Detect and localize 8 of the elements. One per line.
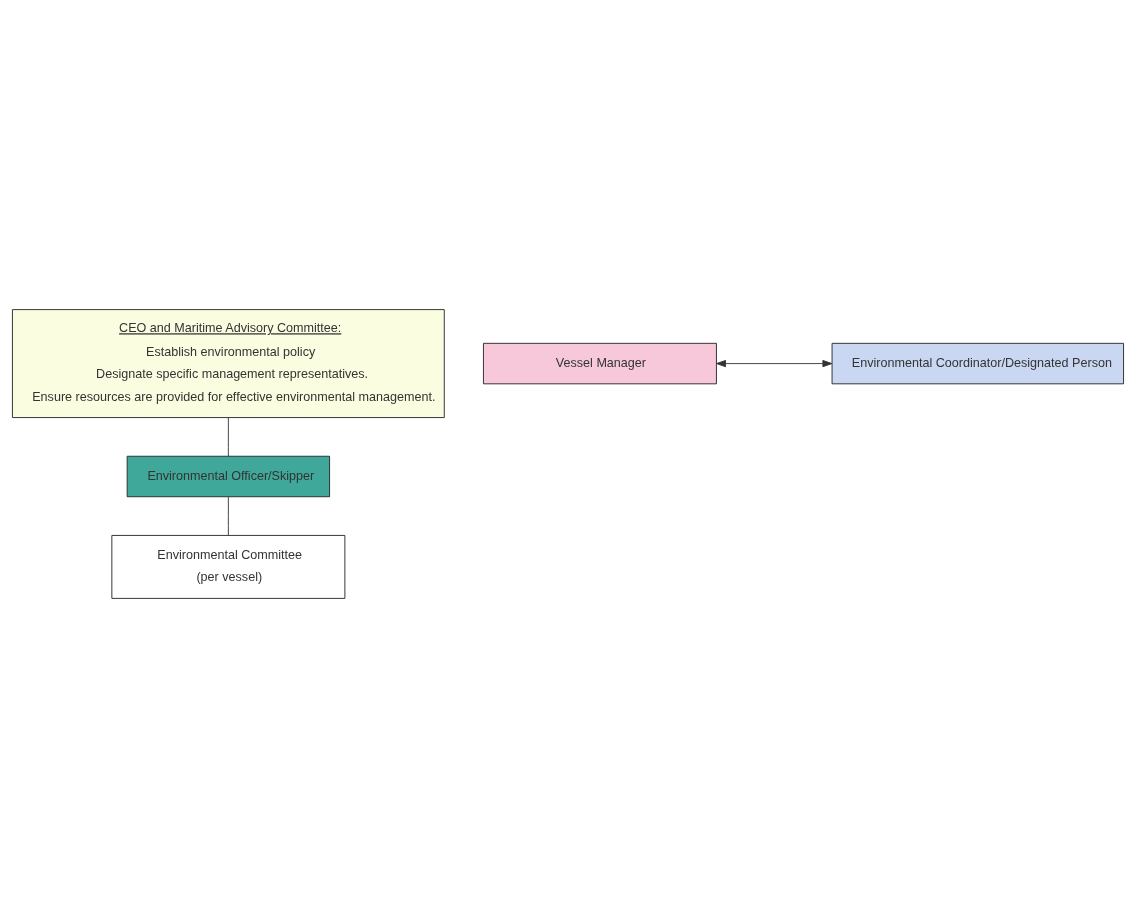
connector xyxy=(227,496,229,536)
connector xyxy=(227,416,229,457)
node-box: Environmental Committee (per vessel) xyxy=(111,534,346,599)
node-box: Environmental Coordinator/Designated Person xyxy=(831,342,1124,384)
node-box: Environmental Officer/Skipper xyxy=(126,455,331,497)
arrow xyxy=(716,359,833,367)
node-box: Vessel Manager xyxy=(483,342,717,384)
node-box: CEO and Maritime Advisory Committee: Establish environmental policy Designate specific management representatives. Ensure resources are provided for effective environmental management. xyxy=(12,308,445,418)
